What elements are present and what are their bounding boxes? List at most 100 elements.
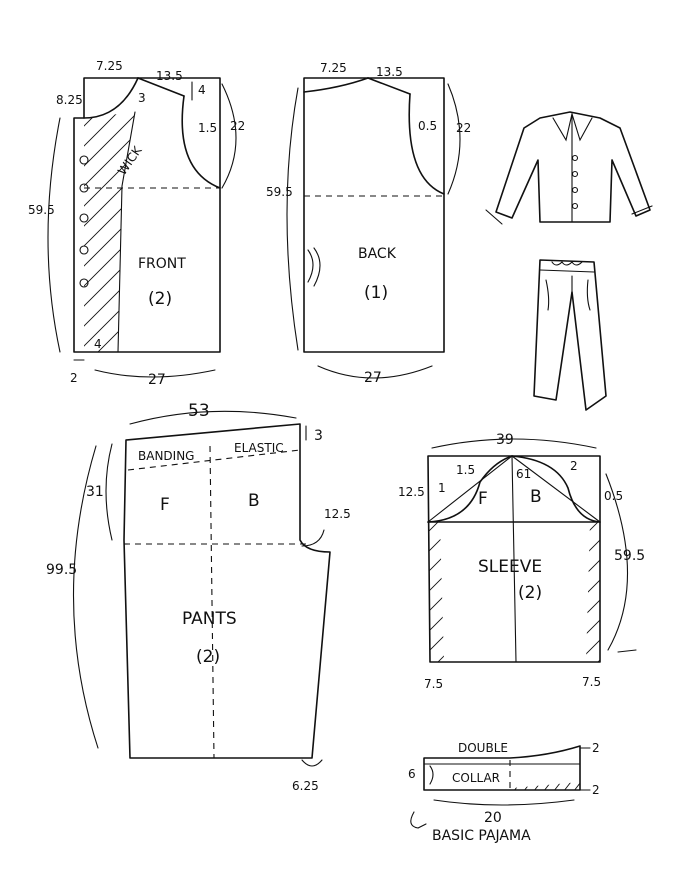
pants-front-mark: F bbox=[160, 495, 170, 515]
back-width: 27 bbox=[364, 370, 382, 386]
pants-sketch bbox=[533, 259, 607, 411]
pants-hem-arc bbox=[301, 759, 323, 767]
sleeve-back-mark: B bbox=[530, 487, 542, 507]
collar-width: 20 bbox=[484, 810, 502, 826]
front-width: 27 bbox=[148, 372, 166, 388]
collar-outline bbox=[423, 745, 581, 791]
sleeve-piece: 39 12.5 1.5 2 0.5 1 61 F B 59.5 7.5 7.5 … bbox=[398, 432, 645, 691]
front-buttons bbox=[79, 155, 89, 288]
button-mark bbox=[79, 155, 89, 165]
front-shoulder-line bbox=[137, 77, 185, 97]
sleeve-center-line bbox=[511, 455, 517, 663]
pants-banding-line bbox=[127, 449, 301, 471]
back-shoulder-line bbox=[367, 77, 411, 95]
pants-rise-extra: 3 bbox=[314, 428, 323, 444]
front-width-arc bbox=[94, 369, 216, 378]
front-neck-depth: 8.25 bbox=[56, 93, 83, 107]
back-width-arc bbox=[317, 365, 433, 379]
pants-banding-label: BANDING bbox=[138, 449, 194, 463]
front-neckline bbox=[83, 77, 139, 119]
caption-hook-icon bbox=[410, 811, 427, 829]
back-armhole-depth: 22 bbox=[456, 121, 471, 135]
sleeve-quantity: (2) bbox=[518, 583, 542, 603]
button-mark bbox=[79, 213, 89, 223]
collar-right-bottom: 2 bbox=[592, 783, 600, 797]
front-neck-inner: 3 bbox=[138, 91, 146, 105]
collar-fold-mark bbox=[429, 765, 434, 785]
front-title: FRONT bbox=[138, 256, 186, 272]
back-neckline bbox=[303, 77, 369, 93]
back-armhole-depth-arc bbox=[447, 83, 461, 195]
pants-length-arc bbox=[72, 445, 99, 749]
footer-caption-group: BASIC PAJAMA bbox=[410, 811, 531, 844]
shirt-sketch bbox=[485, 111, 653, 225]
front-armhole-depth-arc bbox=[221, 83, 237, 189]
front-length-arc bbox=[47, 117, 61, 353]
back-fold-mark-2 bbox=[313, 247, 321, 287]
sleeve-cap-back bbox=[511, 455, 601, 523]
sleeve-title: SLEEVE bbox=[478, 557, 542, 577]
front-shoulder-drop: 4 bbox=[198, 83, 206, 97]
sleeve-front-mark: F bbox=[478, 489, 488, 509]
collar-width-arc bbox=[433, 799, 575, 806]
collar-piece: DOUBLE COLLAR 6 20 2 2 bbox=[408, 741, 600, 826]
front-quantity: (2) bbox=[148, 289, 172, 309]
sleeve-cap-f-side: 1 bbox=[438, 481, 446, 495]
front-hem-ext: 4 bbox=[94, 337, 102, 351]
sleeve-cap-mid: 61 bbox=[516, 467, 531, 481]
sleeve-cap-height: 12.5 bbox=[398, 485, 425, 499]
sleeve-top-width: 39 bbox=[496, 432, 514, 448]
sleeve-hem-left: 7.5 bbox=[424, 677, 443, 691]
collar-title: COLLAR bbox=[452, 771, 500, 785]
sleeve-length-arc bbox=[605, 473, 629, 651]
back-armhole-in: 0.5 bbox=[418, 119, 437, 133]
front-wick-label: WICK bbox=[115, 143, 145, 178]
pants-elastic-label: ELASTIC bbox=[234, 441, 284, 455]
pants-top-width: 53 bbox=[188, 401, 210, 421]
collar-height: 6 bbox=[408, 767, 416, 781]
pants-crotch-depth-arc bbox=[105, 443, 113, 541]
sleeve-cap-b: 2 bbox=[570, 459, 578, 473]
front-shoulder-length: 13.5 bbox=[156, 69, 183, 83]
front-neck-width: 7.25 bbox=[96, 59, 123, 73]
front-placket-width: 2 bbox=[70, 371, 78, 385]
sleeve-cap-b-side: 0.5 bbox=[604, 489, 623, 503]
back-length: 59.5 bbox=[266, 185, 293, 199]
footer-caption: BASIC PAJAMA bbox=[432, 828, 531, 844]
pants-piece: 53 3 BANDING ELASTIC F B 31 12.5 99.5 6.… bbox=[46, 401, 351, 793]
collar-hatch bbox=[512, 782, 580, 790]
front-facing-edge bbox=[117, 111, 136, 353]
back-shoulder-length: 13.5 bbox=[376, 65, 403, 79]
pants-back-mark: B bbox=[248, 491, 260, 511]
pants-crotch-curve bbox=[301, 529, 325, 547]
button-mark bbox=[79, 245, 89, 255]
front-armhole bbox=[181, 95, 221, 189]
pants-top-arc bbox=[129, 410, 297, 425]
back-fold-mark bbox=[307, 249, 314, 283]
back-quantity: (1) bbox=[364, 283, 388, 303]
front-outline bbox=[73, 77, 221, 353]
back-neck-width: 7.25 bbox=[320, 61, 347, 75]
pants-crotch-depth: 31 bbox=[86, 484, 104, 500]
sleeve-outline bbox=[427, 455, 601, 663]
button-mark bbox=[79, 183, 89, 193]
front-armhole-in: 1.5 bbox=[198, 121, 217, 135]
sleeve-length: 59.5 bbox=[614, 548, 645, 564]
sleeve-hem-right: 7.5 bbox=[582, 675, 601, 689]
pants-crotch-ext: 12.5 bbox=[324, 507, 351, 521]
front-facing-hatch bbox=[84, 112, 135, 352]
pants-quantity: (2) bbox=[196, 647, 220, 667]
back-outline bbox=[303, 77, 445, 353]
pants-center-line bbox=[209, 445, 215, 759]
back-armhole bbox=[408, 93, 445, 195]
back-piece: 7.25 13.5 0.5 22 59.5 27 BACK (1) bbox=[266, 61, 471, 386]
collar-right-top: 2 bbox=[592, 741, 600, 755]
sleeve-cap-front bbox=[427, 455, 513, 523]
collar-double-label: DOUBLE bbox=[458, 741, 508, 755]
button-mark bbox=[79, 278, 89, 288]
pants-hem: 6.25 bbox=[292, 779, 319, 793]
back-title: BACK bbox=[358, 246, 397, 262]
pants-title: PANTS bbox=[182, 609, 237, 629]
sleeve-hatch bbox=[428, 522, 600, 662]
